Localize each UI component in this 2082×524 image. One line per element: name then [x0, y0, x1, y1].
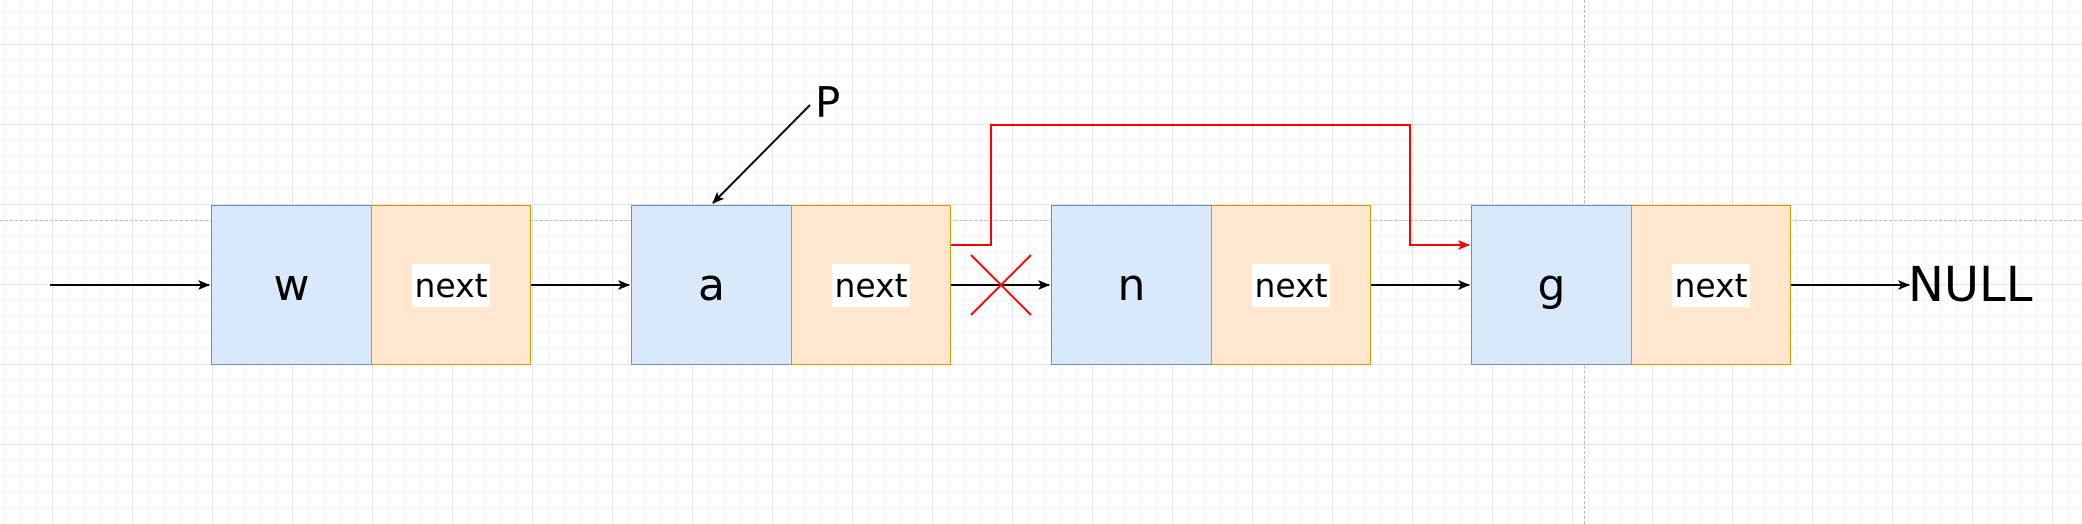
- node-data-cell: n: [1051, 205, 1211, 365]
- list-node-a: a next: [631, 205, 951, 365]
- list-node-w: w next: [211, 205, 531, 365]
- node-next-cell: next: [371, 205, 531, 365]
- pointer-arrow: [712, 104, 811, 204]
- next-pointer-label: next: [412, 263, 490, 307]
- node-data-cell: w: [211, 205, 371, 365]
- node-data-cell: a: [631, 205, 791, 365]
- next-pointer-label: next: [1672, 263, 1750, 307]
- pointer-p-label: P: [815, 78, 841, 127]
- node-value: a: [698, 259, 725, 311]
- node-value: g: [1537, 259, 1566, 311]
- null-terminator-label: NULL: [1908, 257, 2033, 313]
- list-node-n: n next: [1051, 205, 1371, 365]
- node-value: n: [1117, 259, 1146, 311]
- list-node-g: g next: [1471, 205, 1791, 365]
- relink-arrow: [951, 124, 1470, 250]
- node-next-cell: next: [1631, 205, 1791, 365]
- next-pointer-label: next: [832, 263, 910, 307]
- next-pointer-label: next: [1252, 263, 1330, 307]
- cross-out-mark: [970, 254, 1032, 316]
- node-value: w: [273, 259, 310, 311]
- horizontal-guide-line: [0, 220, 2082, 221]
- node-data-cell: g: [1471, 205, 1631, 365]
- node-next-cell: next: [791, 205, 951, 365]
- node-next-cell: next: [1211, 205, 1371, 365]
